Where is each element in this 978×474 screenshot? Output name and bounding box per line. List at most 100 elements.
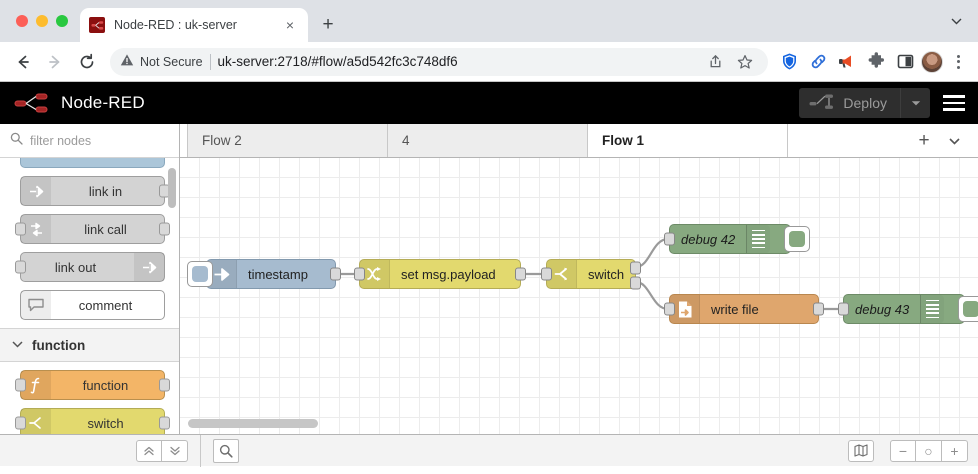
close-window-button[interactable] [16,15,28,27]
deploy-button[interactable]: Deploy [799,88,900,118]
flow-node-input-port[interactable] [541,267,552,281]
omnibox-separator [209,53,211,70]
palette-node-function[interactable]: function [15,370,170,400]
palette-node-link-out[interactable]: link out [15,252,165,282]
tab-list-chevron-down-icon[interactable] [942,0,970,42]
flow-node-output-port[interactable] [813,302,824,316]
expand-all-button[interactable] [162,439,188,462]
add-flow-button[interactable]: + [918,129,930,151]
close-tab-icon[interactable]: × [285,17,295,33]
palette-node-input-port[interactable] [15,222,26,236]
debug-lines-icon [746,225,770,253]
forward-button[interactable] [40,47,70,77]
debug-lines-icon [920,295,944,323]
palette-scrollbar-thumb[interactable] [168,168,176,208]
palette-node-cutoff[interactable] [20,158,165,168]
palette-node-label: switch [87,415,124,431]
flow-node-debug-43[interactable]: debug 43 [838,294,978,324]
back-button[interactable] [8,47,38,77]
zoom-controls: − ○ + [890,439,968,462]
link-extension-icon[interactable] [805,49,831,75]
flow-node-input-port[interactable] [664,232,675,246]
palette-node-input-port[interactable] [15,378,26,392]
browser-toolbar: Not Secure uk-server:2718/#flow/a5d542fc… [0,42,978,82]
palette-node-label: comment [78,297,133,313]
flow-node-write-file[interactable]: write file [664,294,824,324]
puzzle-extension-icon[interactable] [863,49,889,75]
browser-menu-button[interactable] [946,49,970,75]
flow-node-input-port[interactable] [838,302,849,316]
debug-toggle-button[interactable] [784,226,810,252]
debug-toggle-button[interactable] [958,296,978,322]
flow-node-switch[interactable]: switch [541,259,641,290]
canvas-horizontal-scrollbar[interactable] [188,419,318,428]
flow-node-output-port[interactable] [330,267,341,281]
reload-button[interactable] [72,47,102,77]
palette-node-output-port[interactable] [159,378,170,392]
tabbar-spacer [788,124,910,157]
palette-filter-row[interactable]: filter nodes [0,124,179,158]
palette-node-input-port[interactable] [15,260,26,274]
security-label: Not Secure [140,54,203,69]
flow-tab-4[interactable]: 4 [388,124,588,157]
flow-node-label: switch [588,266,625,282]
palette-node-link-in[interactable]: link in [20,176,170,206]
nodered-menu-button[interactable] [930,82,978,124]
flow-canvas[interactable]: timestamp set msg.payload [180,158,978,434]
link-call-icon [21,215,51,243]
change-icon [360,260,390,288]
flow-tabbar: Flow 2 4 Flow 1 + [180,124,978,158]
shield-extension-icon[interactable] [776,49,802,75]
navigator-map-button[interactable] [848,439,874,462]
inject-trigger-button[interactable] [187,261,213,287]
collapse-all-button[interactable] [136,439,162,462]
bookmark-star-icon[interactable] [732,49,758,75]
flow-node-input-port[interactable] [664,302,675,316]
palette-scroll-area: link in link call link out [0,158,179,434]
flow-node-label: debug 43 [855,301,910,317]
palette-node-output-port[interactable] [159,222,170,236]
nodered-logo: Node-RED [14,92,145,114]
new-tab-button[interactable]: + [322,14,334,35]
zoom-reset-button[interactable]: ○ [916,439,942,462]
deploy-dropdown-chevron-down-icon[interactable] [900,88,930,118]
palette-node-switch[interactable]: switch [15,408,170,434]
flow-tab-flow-2[interactable]: Flow 2 [188,124,388,157]
palette-category-function[interactable]: function [0,328,179,362]
flow-tab-flow-1[interactable]: Flow 1 [588,124,788,157]
comment-icon [21,291,51,319]
sidebar-extension-icon[interactable] [892,49,918,75]
extension-icons [776,49,970,75]
zoom-out-button[interactable]: − [890,439,916,462]
palette-node-comment[interactable]: comment [20,290,165,320]
palette-node-label: function [82,377,129,393]
flow-node-input-port[interactable] [354,267,365,281]
profile-avatar[interactable] [921,50,943,73]
flow-list-chevron-down-icon[interactable] [940,124,968,158]
flow-node-output-port-1[interactable] [630,261,641,275]
flow-node-label: debug 42 [681,231,736,247]
flow-node-output-port[interactable] [515,267,526,281]
palette-filter-input[interactable]: filter nodes [30,133,92,148]
browser-tab-title: Node-RED : uk-server [114,18,237,32]
flow-node-debug-42[interactable]: debug 42 [664,224,810,254]
flow-node-output-port-2[interactable] [630,276,641,290]
flow-node-change-set-payload[interactable]: set msg.payload [354,259,526,289]
flow-node-inject-timestamp[interactable]: timestamp [187,259,341,289]
security-status[interactable]: Not Secure [120,53,203,70]
palette-node-input-port[interactable] [15,416,26,430]
zoom-in-button[interactable]: + [942,439,968,462]
palette-node-output-port[interactable] [159,416,170,430]
url-text: uk-server:2718/#flow/a5d542fc3c748df6 [217,54,458,69]
maximize-window-button[interactable] [56,15,68,27]
share-icon[interactable] [702,49,728,75]
flow-node-label: write file [711,301,759,317]
address-bar[interactable]: Not Secure uk-server:2718/#flow/a5d542fc… [110,47,768,76]
palette-node-link-call[interactable]: link call [15,214,170,244]
canvas-search-button[interactable] [213,438,239,463]
megaphone-extension-icon[interactable] [834,49,860,75]
deploy-button-group: Deploy [799,88,930,118]
minimize-window-button[interactable] [36,15,48,27]
flow-node-label: timestamp [248,266,308,282]
browser-tab[interactable]: Node-RED : uk-server × [80,8,308,42]
